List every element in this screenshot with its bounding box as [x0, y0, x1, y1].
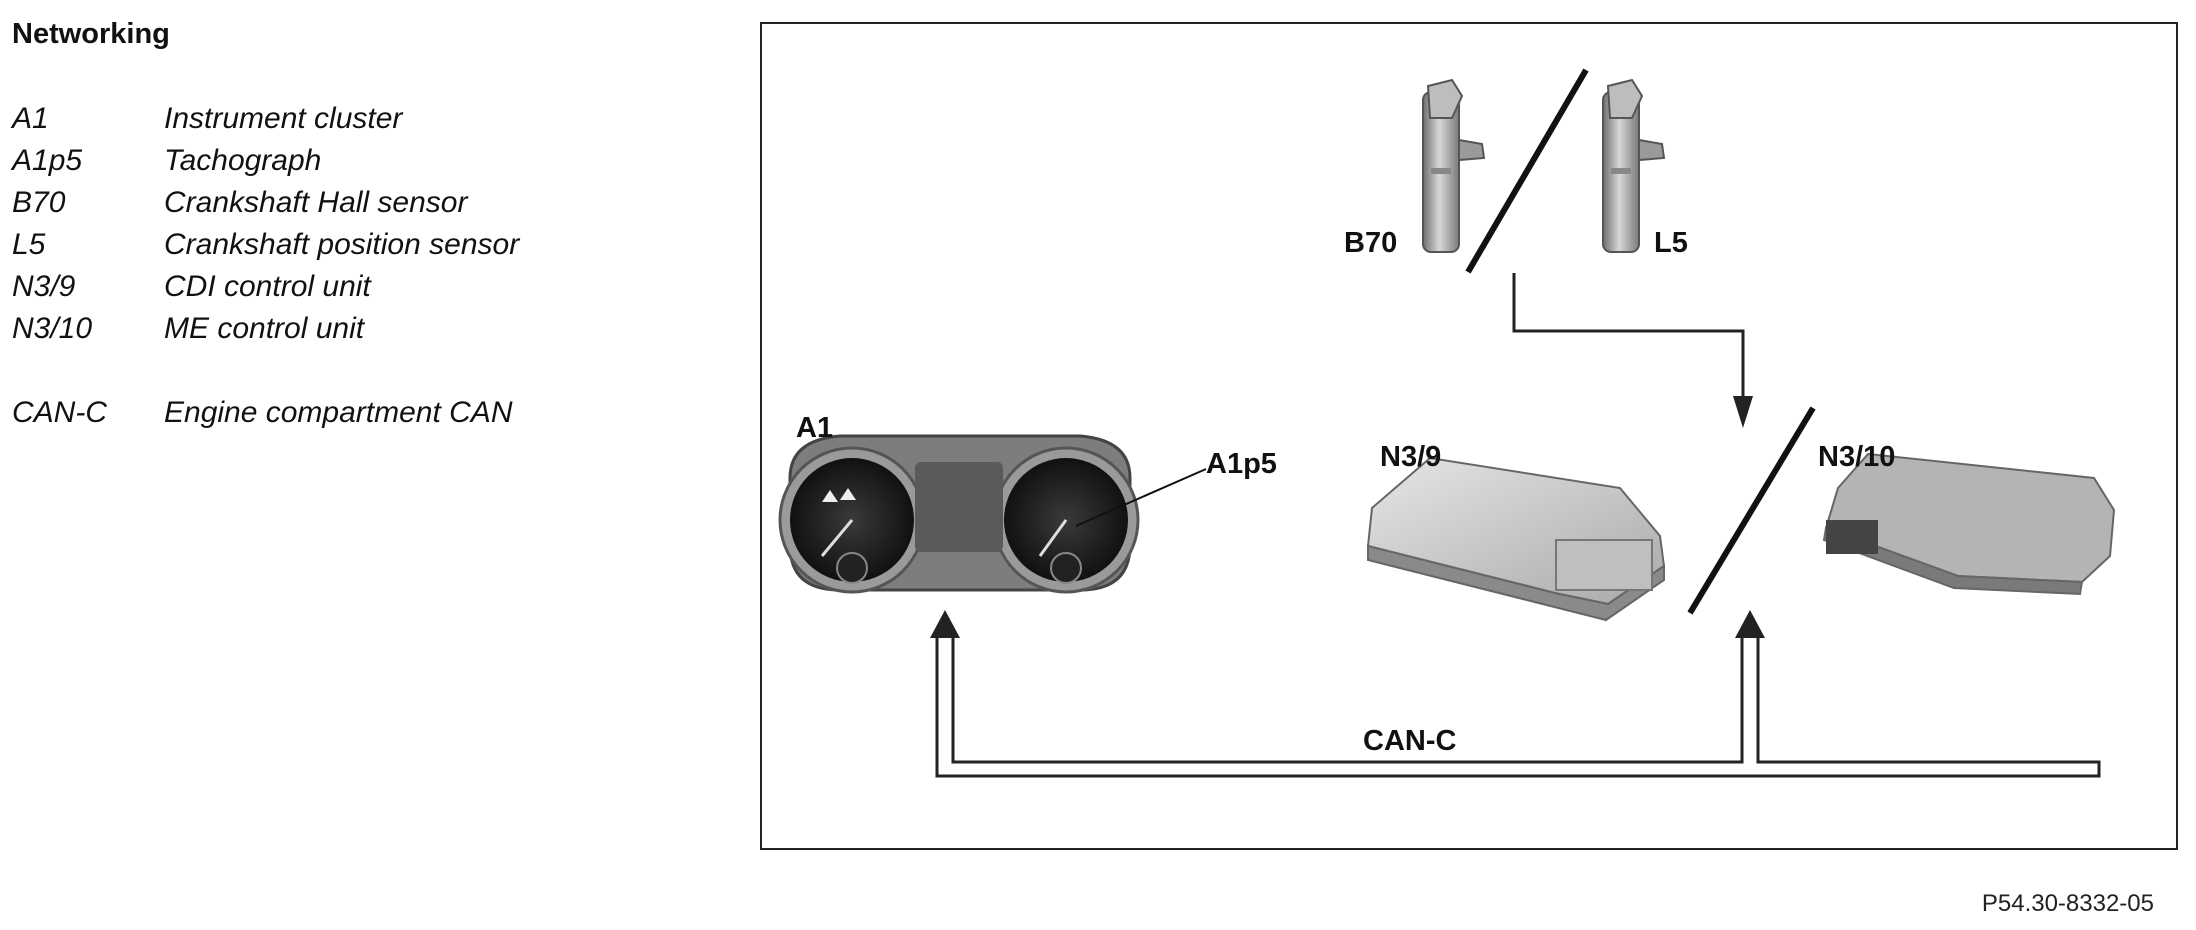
instrument-cluster-icon — [778, 434, 1140, 594]
legend-code: CAN-C — [12, 396, 107, 429]
legend-desc: Instrument cluster — [164, 102, 403, 135]
label-a1: A1 — [796, 412, 833, 444]
arrow-up-icon — [1735, 610, 1765, 638]
legend-code: N3/10 — [12, 312, 93, 345]
label-b70: B70 — [1344, 227, 1397, 259]
label-n3-10: N3/10 — [1818, 441, 1895, 473]
legend-desc: Crankshaft position sensor — [164, 228, 520, 261]
legend-code: N3/9 — [12, 270, 76, 303]
alternative-slash-sensors — [1465, 68, 1589, 274]
label-l5: L5 — [1654, 227, 1688, 259]
b70-sensor-icon — [1422, 78, 1486, 253]
alternative-slash-ecus — [1687, 406, 1816, 615]
arrow-up-icon — [930, 610, 960, 638]
legend-code: B70 — [12, 186, 66, 219]
n3-10-control-unit-icon — [1822, 452, 2116, 596]
can-c-bus — [930, 610, 2101, 778]
label-a1p5: A1p5 — [1206, 448, 1277, 480]
diagram-frame — [760, 22, 2178, 850]
n3-9-control-unit-icon — [1366, 456, 1666, 622]
legend-desc: Crankshaft Hall sensor — [164, 186, 468, 219]
legend-desc: CDI control unit — [164, 270, 371, 303]
legend-desc: ME control unit — [164, 312, 365, 345]
label-can-c: CAN-C — [1363, 725, 1456, 757]
legend-code: A1 — [12, 102, 49, 135]
a1p5-leader-line — [1075, 468, 1207, 527]
l5-sensor-icon — [1602, 78, 1666, 253]
legend-code: A1p5 — [12, 144, 83, 177]
label-n3-9: N3/9 — [1380, 441, 1441, 473]
legend-title: Networking — [12, 18, 170, 50]
figure-reference-code: P54.30-8332-05 — [1981, 890, 2154, 917]
sensor-signal-arrow — [1512, 273, 1753, 428]
legend-code: L5 — [12, 228, 46, 261]
legend-desc: Engine compartment CAN — [164, 396, 513, 429]
legend-desc: Tachograph — [164, 144, 322, 177]
